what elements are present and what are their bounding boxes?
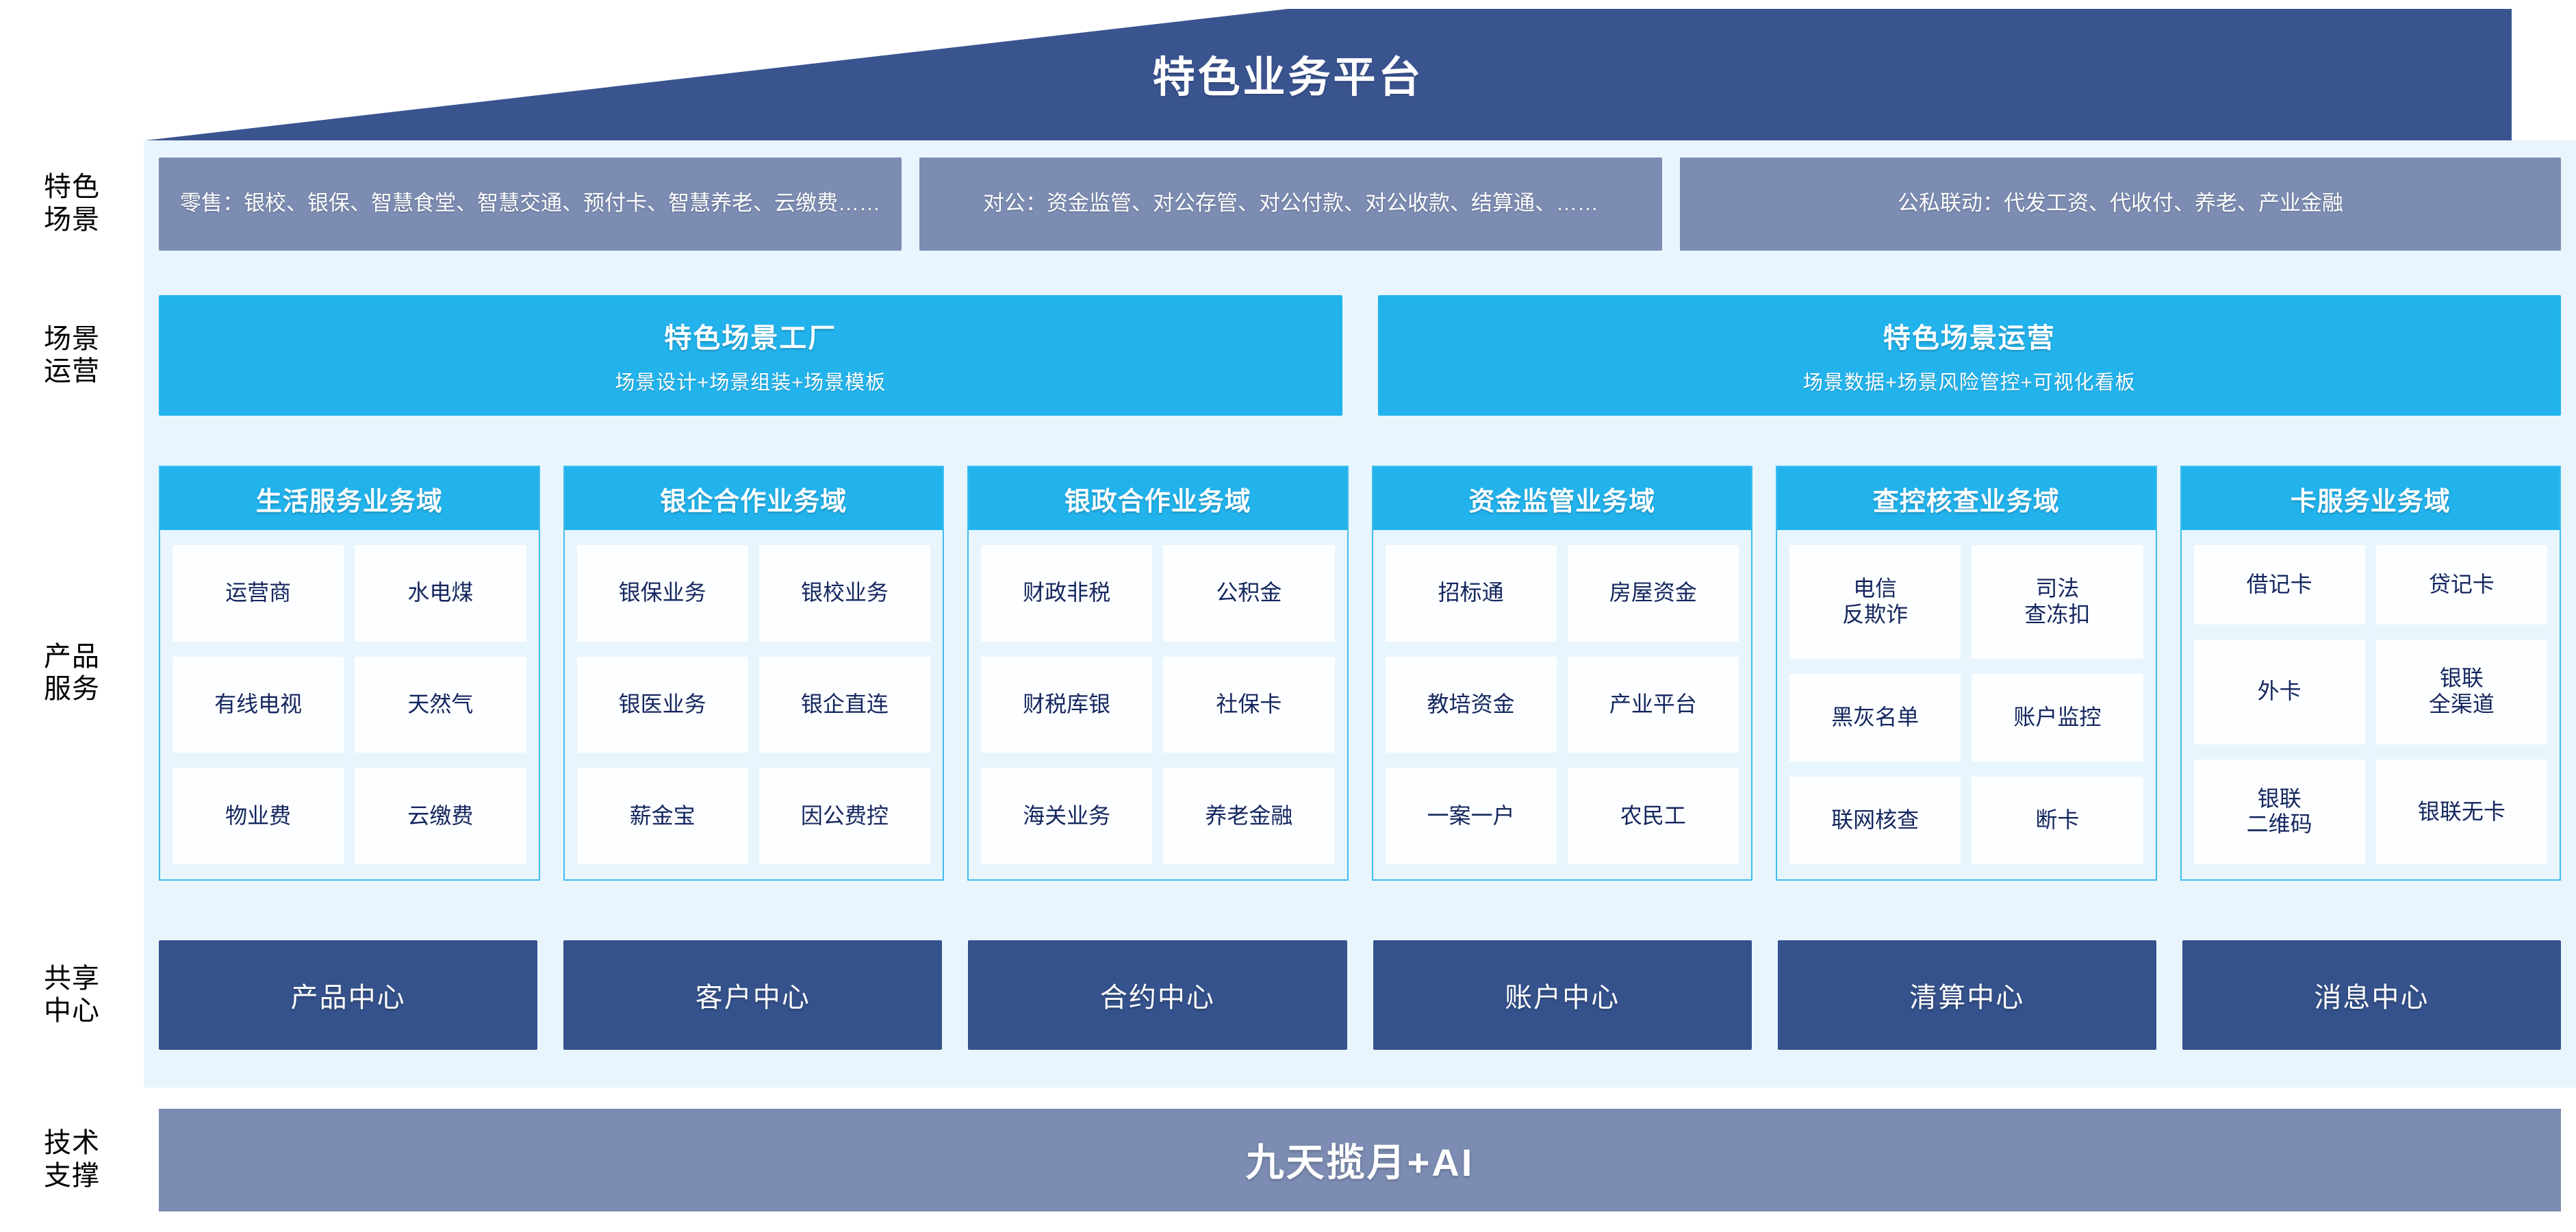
service-cell[interactable]: 运营商 — [173, 545, 344, 642]
service-cell[interactable]: 教培资金 — [1385, 656, 1557, 753]
domain-items-fund-supervision: 招标通 房屋资金 教培资金 产业平台 一案一户 农民工 — [1373, 530, 1752, 879]
domain-items-card-service: 借记卡 贷记卡 外卡 银联 全渠道 银联 二维码 银联无卡 — [2182, 530, 2560, 879]
domain-title-fund-supervision: 资金监管业务域 — [1373, 467, 1751, 530]
domain-items-investigation-control: 电信 反欺诈 司法 查冻扣 黑灰名单 账户监控 联网核查 断卡 — [1777, 530, 2156, 879]
service-cell[interactable]: 电信 反欺诈 — [1789, 545, 1961, 659]
row-shared-centers: 共享 中心 产品中心 客户中心 合约中心 账户中心 清算中心 消息中心 — [0, 903, 2576, 1088]
domain-card-fund-supervision[interactable]: 资金监管业务域 招标通 房屋资金 教培资金 产业平台 一案一户 农民工 — [1371, 466, 1752, 881]
row-label-operations-line1: 场景 — [44, 323, 100, 354]
domain-card-card-service[interactable]: 卡服务业务域 借记卡 贷记卡 外卡 银联 全渠道 银联 二维码 银联无卡 — [2180, 466, 2561, 881]
domain-card-bank-government[interactable]: 银政合作业务域 财政非税 公积金 财税库银 社保卡 海关业务 养老金融 — [967, 466, 1349, 881]
domain-title-investigation-control: 查控核查业务域 — [1777, 467, 2156, 530]
service-cell[interactable]: 公积金 — [1163, 545, 1335, 642]
row-product-services: 产品 服务 生活服务业务域 运营商 水电煤 有线电视 天然气 物业费 云缴费 银… — [0, 444, 2576, 903]
service-cell[interactable]: 银保业务 — [576, 545, 748, 642]
scenario-box-retail[interactable]: 零售：银校、银保、智慧食堂、智慧交通、预付卡、智慧养老、云缴费…… — [159, 157, 902, 251]
service-cell[interactable]: 物业费 — [173, 768, 344, 864]
service-cell[interactable]: 有线电视 — [173, 656, 344, 753]
ops-factory-subtitle: 场景设计+场景组装+场景模板 — [615, 372, 887, 394]
operations-panel: 特色场景工厂 场景设计+场景组装+场景模板 特色场景运营 场景数据+场景风险管控… — [144, 267, 2576, 444]
service-cell[interactable]: 社保卡 — [1163, 656, 1335, 753]
domain-title-bank-government: 银政合作业务域 — [969, 467, 1347, 530]
domain-items-life-service: 运营商 水电煤 有线电视 天然气 物业费 云缴费 — [160, 530, 539, 879]
service-cell[interactable]: 贷记卡 — [2375, 545, 2547, 625]
scenarios-panel: 零售：银校、银保、智慧食堂、智慧交通、预付卡、智慧养老、云缴费…… 对公：资金监… — [144, 140, 2576, 267]
row-label-centers: 共享 中心 — [0, 903, 144, 1088]
scenario-box-public-private[interactable]: 公私联动：代发工资、代收付、养老、产业金融 — [1680, 157, 2561, 251]
row-scene-operations: 场景 运营 特色场景工厂 场景设计+场景组装+场景模板 特色场景运营 场景数据+… — [0, 267, 2576, 444]
domain-title-life-service: 生活服务业务域 — [160, 467, 539, 530]
page-title: 特色业务平台 — [1152, 54, 1424, 101]
domain-items-bank-government: 财政非税 公积金 财税库银 社保卡 海关业务 养老金融 — [969, 530, 1347, 879]
row-label-centers-line1: 共享 — [44, 963, 100, 994]
domain-card-investigation-control[interactable]: 查控核查业务域 电信 反欺诈 司法 查冻扣 黑灰名单 账户监控 联网核查 断卡 — [1776, 466, 2157, 881]
service-cell[interactable]: 水电煤 — [355, 545, 526, 642]
service-cell[interactable]: 农民工 — [1567, 768, 1739, 864]
service-cell[interactable]: 银联 全渠道 — [2375, 639, 2547, 744]
scenario-box-corporate[interactable]: 对公：资金监管、对公存管、对公付款、对公收款、结算通、…… — [919, 157, 1662, 251]
row-label-operations-line2: 运营 — [44, 356, 100, 386]
row-label-operations: 场景 运营 — [0, 267, 144, 444]
service-cell[interactable]: 产业平台 — [1567, 656, 1739, 753]
ops-operation-subtitle: 场景数据+场景风险管控+可视化看板 — [1802, 372, 2136, 394]
row-label-tech-line2: 支撑 — [44, 1160, 100, 1191]
service-cell[interactable]: 银企直连 — [758, 656, 930, 753]
center-box-clearing[interactable]: 清算中心 — [1777, 940, 2156, 1050]
service-cell[interactable]: 海关业务 — [981, 768, 1153, 864]
ops-operation-title: 特色场景运营 — [1883, 323, 2056, 353]
service-cell[interactable]: 司法 查冻扣 — [1972, 545, 2143, 659]
row-special-scenarios: 特色 场景 零售：银校、银保、智慧食堂、智慧交通、预付卡、智慧养老、云缴费…… … — [0, 140, 2576, 267]
service-cell[interactable]: 薪金宝 — [576, 768, 748, 864]
row-tech-support: 技术 支撑 九天揽月+AI — [0, 1088, 2576, 1232]
ops-box-scene-operation[interactable]: 特色场景运营 场景数据+场景风险管控+可视化看板 — [1377, 295, 2561, 416]
domain-items-bank-enterprise: 银保业务 银校业务 银医业务 银企直连 薪金宝 因公费控 — [565, 530, 943, 879]
row-label-tech: 技术 支撑 — [0, 1088, 144, 1232]
row-label-products-line1: 产品 — [44, 641, 100, 672]
service-cell[interactable]: 联网核查 — [1789, 776, 1961, 864]
center-box-product[interactable]: 产品中心 — [159, 940, 538, 1050]
domain-title-card-service: 卡服务业务域 — [2181, 467, 2560, 530]
service-cell[interactable]: 银联无卡 — [2375, 759, 2547, 864]
service-cell[interactable]: 招标通 — [1385, 545, 1557, 642]
center-box-account[interactable]: 账户中心 — [1373, 940, 1752, 1050]
service-cell[interactable]: 养老金融 — [1163, 768, 1335, 864]
ops-factory-title: 特色场景工厂 — [664, 323, 837, 353]
service-cell[interactable]: 财政非税 — [981, 545, 1153, 642]
products-panel: 生活服务业务域 运营商 水电煤 有线电视 天然气 物业费 云缴费 银企合作业务域… — [144, 444, 2576, 903]
row-label-centers-line2: 中心 — [44, 996, 100, 1026]
service-cell[interactable]: 因公费控 — [758, 768, 930, 864]
service-cell[interactable]: 黑灰名单 — [1789, 673, 1961, 762]
service-cell[interactable]: 借记卡 — [2193, 545, 2365, 625]
service-cell[interactable]: 银联 二维码 — [2193, 759, 2365, 864]
service-cell[interactable]: 银医业务 — [576, 656, 748, 753]
tech-support-bar[interactable]: 九天揽月+AI — [159, 1108, 2561, 1211]
service-cell[interactable]: 断卡 — [1972, 776, 2143, 864]
domain-card-life-service[interactable]: 生活服务业务域 运营商 水电煤 有线电视 天然气 物业费 云缴费 — [159, 466, 540, 881]
service-cell[interactable]: 房屋资金 — [1567, 545, 1739, 642]
row-label-scenarios-line1: 特色 — [44, 172, 100, 203]
ops-box-scene-factory[interactable]: 特色场景工厂 场景设计+场景组装+场景模板 — [159, 295, 1342, 416]
row-label-scenarios-line2: 场景 — [44, 204, 100, 235]
centers-panel: 产品中心 客户中心 合约中心 账户中心 清算中心 消息中心 — [144, 903, 2576, 1088]
service-cell[interactable]: 账户监控 — [1972, 673, 2143, 762]
domain-title-bank-enterprise: 银企合作业务域 — [564, 467, 943, 530]
domain-card-bank-enterprise[interactable]: 银企合作业务域 银保业务 银校业务 银医业务 银企直连 薪金宝 因公费控 — [563, 466, 944, 881]
service-cell[interactable]: 一案一户 — [1385, 768, 1557, 864]
row-label-tech-line1: 技术 — [44, 1128, 100, 1159]
row-label-scenarios: 特色 场景 — [0, 140, 144, 267]
roof-shape-icon — [146, 9, 2512, 140]
platform-banner: 特色业务平台 — [0, 0, 2576, 140]
center-box-message[interactable]: 消息中心 — [2182, 940, 2562, 1050]
service-cell[interactable]: 天然气 — [355, 656, 526, 753]
service-cell[interactable]: 财税库银 — [981, 656, 1153, 753]
center-box-customer[interactable]: 客户中心 — [563, 940, 943, 1050]
service-cell[interactable]: 银校业务 — [758, 545, 930, 642]
service-cell[interactable]: 云缴费 — [355, 768, 526, 864]
center-box-contract[interactable]: 合约中心 — [968, 940, 1347, 1050]
row-label-products-line2: 服务 — [44, 674, 100, 704]
row-label-products: 产品 服务 — [0, 444, 144, 903]
tech-panel: 九天揽月+AI — [144, 1088, 2576, 1232]
service-cell[interactable]: 外卡 — [2193, 639, 2365, 744]
